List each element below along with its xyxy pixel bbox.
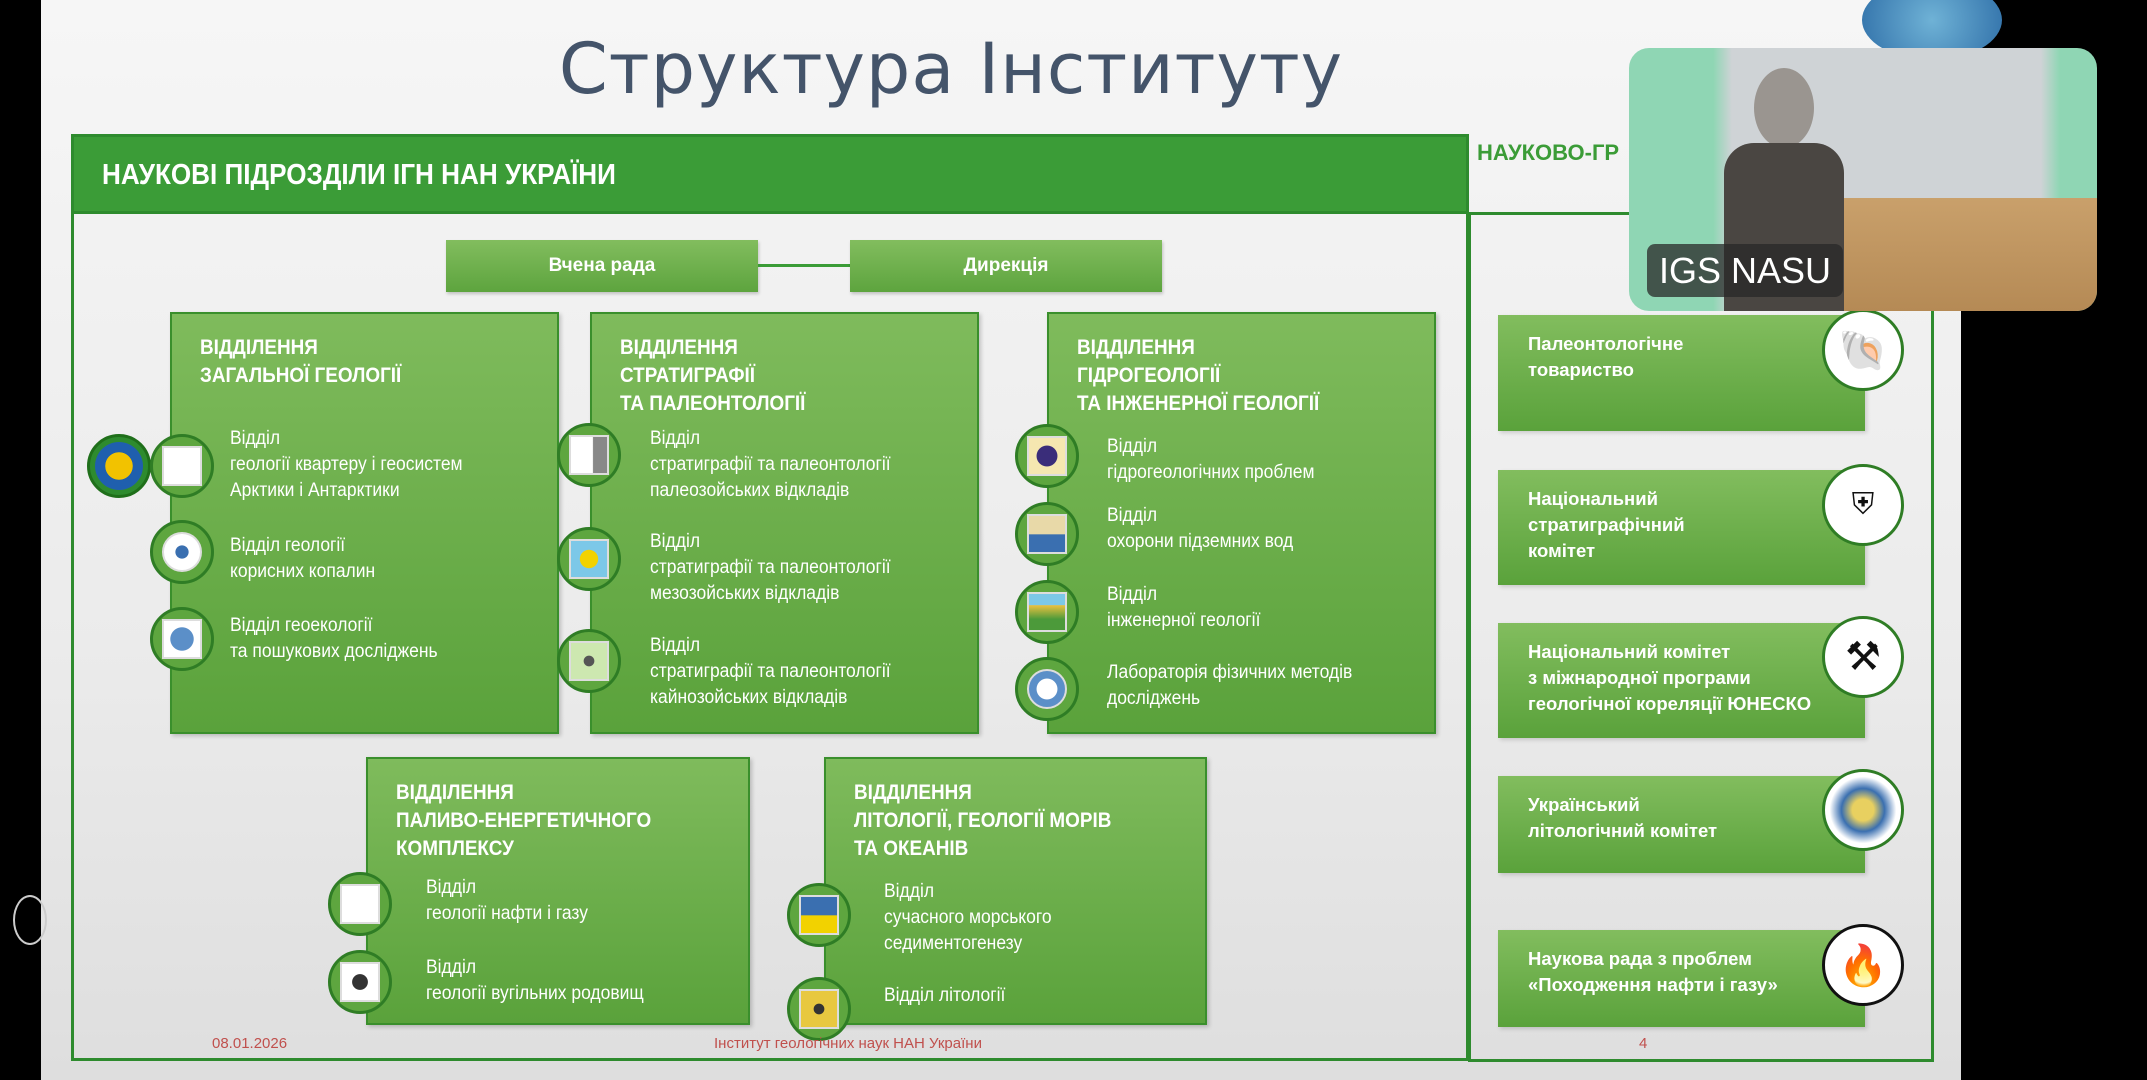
division-item: Відділ геології вугільних родовищ xyxy=(426,957,644,1004)
department-hydrogeology: ВІДДІЛЕННЯ ГІДРОГЕОЛОГІЇ ТА ІНЖЕНЕРНОЇ Г… xyxy=(1047,312,1436,734)
division-item: Відділ охорони підземних вод xyxy=(1107,505,1294,552)
division-item: Відділ стратиграфії та палеонтології пал… xyxy=(650,428,891,501)
org-label: Національний комітет з міжнародної прогр… xyxy=(1528,641,1812,714)
division-item: Відділ геології квартеру і геосистем Арк… xyxy=(230,428,463,501)
coal-division-logo-icon xyxy=(328,950,392,1014)
slide-title: Структура Інституту xyxy=(558,28,1344,110)
hammer-icon: ⚒ xyxy=(1822,616,1904,698)
division-item: Відділ літології xyxy=(884,985,1006,1006)
division-logo-icon xyxy=(150,607,214,671)
department-lithology: ВІДДІЛЕННЯ ЛІТОЛОГІЇ, ГЕОЛОГІЇ МОРІВ ТА … xyxy=(824,757,1207,1025)
academic-council-box: Вчена рада xyxy=(446,240,758,292)
connector-line xyxy=(758,264,850,267)
division-logo-icon xyxy=(1015,580,1079,644)
antarctic-center-logo-icon xyxy=(87,434,151,498)
department-fuel-energy: ВІДДІЛЕННЯ ПАЛИВО-ЕНЕРГЕТИЧНОГО КОМПЛЕКС… xyxy=(366,757,750,1025)
header-text: НАУКОВІ ПІДРОЗДІЛИ ІГН НАН УКРАЇНИ xyxy=(102,159,616,191)
shield-trident-icon: ⛨ xyxy=(1822,464,1904,546)
division-logo-icon xyxy=(557,423,621,487)
division-logo-icon xyxy=(150,520,214,584)
division-item: Відділ геоекології та пошукових дослідже… xyxy=(230,615,438,662)
flame-icon: 🔥 xyxy=(1822,924,1904,1006)
page-number: 4 xyxy=(1639,1035,1648,1052)
edge-circle-icon xyxy=(13,895,47,945)
organizations-header: НАУКОВО-ГР xyxy=(1477,140,1620,165)
org-label: Наукова рада з проблем «Походження нафти… xyxy=(1528,948,1778,995)
department-title: ВІДДІЛЕННЯ ПАЛИВО-ЕНЕРГЕТИЧНОГО КОМПЛЕКС… xyxy=(396,781,652,860)
division-logo-icon xyxy=(150,434,214,498)
division-item: Відділ геології нафти і газу xyxy=(426,877,588,924)
lithology-division-logo-icon xyxy=(787,977,851,1041)
division-item: Відділ інженерної геології xyxy=(1107,584,1261,631)
department-stratigraphy: ВІДДІЛЕННЯ СТРАТИГРАФІЇ ТА ПАЛЕОНТОЛОГІЇ… xyxy=(590,312,979,734)
division-logo-icon xyxy=(1015,657,1079,721)
oil-gas-division-logo-icon xyxy=(328,872,392,936)
division-item: Відділ геології корисних копалин xyxy=(230,535,376,582)
marine-division-logo-icon xyxy=(787,883,851,947)
org-label: Український літологічний комітет xyxy=(1528,794,1718,841)
division-logo-icon xyxy=(1015,502,1079,566)
participant-name-label: IGS NASU xyxy=(1647,244,1843,297)
org-lithological-committee: Український літологічний комітет xyxy=(1498,776,1865,873)
lithology-committee-logo-icon xyxy=(1822,769,1904,851)
department-title: ВІДДІЛЕННЯ ЛІТОЛОГІЇ, ГЕОЛОГІЇ МОРІВ ТА … xyxy=(854,781,1112,860)
division-item: Відділ стратиграфії та палеонтології мез… xyxy=(650,531,891,604)
department-title: ВІДДІЛЕННЯ ГІДРОГЕОЛОГІЇ ТА ІНЖЕНЕРНОЇ Г… xyxy=(1077,336,1320,415)
scientific-units-header: НАУКОВІ ПІДРОЗДІЛИ ІГН НАН УКРАЇНИ xyxy=(71,134,1469,214)
division-logo-icon xyxy=(557,527,621,591)
footer-institute: Інститут геологічних наук НАН України xyxy=(714,1035,982,1052)
directorate-box: Дирекція xyxy=(850,240,1162,292)
division-logo-icon xyxy=(557,629,621,693)
org-oil-gas-origin-council: Наукова рада з проблем «Походження нафти… xyxy=(1498,930,1865,1027)
footer-date: 08.01.2026 xyxy=(212,1035,288,1052)
ammonite-icon: 🐚 xyxy=(1822,309,1904,391)
division-item: Відділ сучасного морського седиментогене… xyxy=(884,881,1052,954)
org-stratigraphic-committee: Національний стратиграфічний комітет xyxy=(1498,470,1865,585)
org-paleontological-society: Палеонтологічне товариство xyxy=(1498,315,1865,431)
department-general-geology: ВІДДІЛЕННЯ ЗАГАЛЬНОЇ ГЕОЛОГІЇ Відділ гео… xyxy=(170,312,559,734)
division-item: Відділ стратиграфії та палеонтології кай… xyxy=(650,635,891,708)
department-title: ВІДДІЛЕННЯ СТРАТИГРАФІЇ ТА ПАЛЕОНТОЛОГІЇ xyxy=(620,336,806,415)
division-item: Відділ гідрогеологічних проблем xyxy=(1107,436,1315,483)
org-label: Палеонтологічне товариство xyxy=(1528,333,1684,380)
department-title: ВІДДІЛЕННЯ ЗАГАЛЬНОЇ ГЕОЛОГІЇ xyxy=(200,336,402,387)
division-item: Лабораторія фізичних методів досліджень xyxy=(1107,662,1353,709)
org-label: Національний стратиграфічний комітет xyxy=(1528,488,1685,561)
org-unesco-committee: Національний комітет з міжнародної прогр… xyxy=(1498,623,1865,738)
division-logo-icon xyxy=(1015,424,1079,488)
speaker-video-tile[interactable]: IGS NASU xyxy=(1629,48,2097,311)
